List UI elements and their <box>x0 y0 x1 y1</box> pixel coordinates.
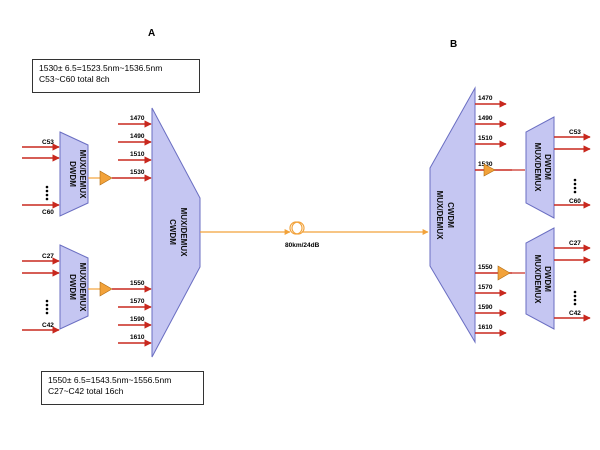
cwdm-mux-a <box>151 107 201 358</box>
channel-label-a-c53: C53 <box>42 139 54 146</box>
cwdm-port-label-b-1470: 1470 <box>478 95 493 102</box>
cwdm-label-b-2: MUX/DEMUX <box>435 191 444 241</box>
note-bottom-line2: C27~C42 total 16ch <box>48 386 124 396</box>
channel-label-a-c27: C27 <box>42 253 54 260</box>
channel-label-b-c27: C27 <box>569 240 581 247</box>
dwdm-label-a-bottom-2: MUX/DEMUX <box>78 263 87 313</box>
site-a-label: A <box>148 28 155 39</box>
cwdm-port-label-b-1570: 1570 <box>478 284 493 291</box>
dwdm-label-b-top-1: DWDM <box>543 154 552 180</box>
note-top-line1: 1530± 6.5=1523.5nm~1536.5nm <box>39 63 163 73</box>
channel-label-b-c53: C53 <box>569 129 581 136</box>
site-b-label: B <box>450 39 457 50</box>
amplifier-icon <box>99 170 113 186</box>
cwdm-label-b-1: CWDM <box>446 202 455 228</box>
ellipsis-dots <box>573 178 577 194</box>
ellipsis-dots <box>45 299 49 315</box>
channel-label-a-c42: C42 <box>42 322 54 329</box>
dwdm-label-b-bottom-2: MUX/DEMUX <box>533 255 542 305</box>
fiber-label: 80km/24dB <box>285 242 320 249</box>
dwdm-mux-a-bottom <box>59 244 89 330</box>
cwdm-port-label-b-1490: 1490 <box>478 115 493 122</box>
note-band-1550: 1550± 6.5=1543.5nm~1556.5nm C27~C42 tota… <box>41 371 204 405</box>
dwdm-mux-b-top <box>525 116 555 219</box>
note-bottom-line1: 1550± 6.5=1543.5nm~1556.5nm <box>48 375 172 385</box>
cwdm-label-a-2: MUX/DEMUX <box>179 208 188 258</box>
cwdm-port-label-a-1470: 1470 <box>130 115 145 122</box>
dwdm-mux-a-top <box>59 131 89 217</box>
amplifier-icon <box>483 163 496 177</box>
channel-label-b-c60: C60 <box>569 198 581 205</box>
fiber-spool-icon <box>291 221 305 235</box>
amplifier-icon <box>497 265 511 281</box>
dwdm-label-a-bottom-1: DWDM <box>68 274 77 300</box>
cwdm-port-label-a-1510: 1510 <box>130 151 145 158</box>
dwdm-label-b-bottom-1: DWDM <box>543 266 552 292</box>
cwdm-port-label-a-1530: 1530 <box>130 169 145 176</box>
dwdm-label-a-top-2: MUX/DEMUX <box>78 150 87 200</box>
channel-label-a-c60: C60 <box>42 209 54 216</box>
ellipsis-dots <box>573 290 577 306</box>
cwdm-port-label-a-1490: 1490 <box>130 133 145 140</box>
note-band-1530: 1530± 6.5=1523.5nm~1536.5nm C53~C60 tota… <box>32 59 200 93</box>
cwdm-port-label-b-1610: 1610 <box>478 324 493 331</box>
cwdm-label-a-1: CWDM <box>168 219 177 245</box>
cwdm-port-label-a-1550: 1550 <box>130 280 145 287</box>
cwdm-a-ports: 1470 1490 1510 1530 1550 1570 1590 1610 <box>118 115 152 347</box>
note-top-line2: C53~C60 total 8ch <box>39 74 110 84</box>
dwdm-label-b-top-2: MUX/DEMUX <box>533 143 542 193</box>
channel-label-b-c42: C42 <box>569 310 581 317</box>
cwdm-port-label-b-1510: 1510 <box>478 135 493 142</box>
cwdm-mux-b <box>429 86 476 344</box>
cwdm-port-label-a-1610: 1610 <box>130 334 145 341</box>
cwdm-port-label-b-1550: 1550 <box>478 264 493 271</box>
amplifier-icon <box>99 281 113 297</box>
cwdm-port-label-a-1590: 1590 <box>130 316 145 323</box>
ellipsis-dots <box>45 185 49 201</box>
cwdm-port-label-a-1570: 1570 <box>130 298 145 305</box>
dwdm-mux-b-bottom <box>525 227 555 330</box>
cwdm-port-label-b-1590: 1590 <box>478 304 493 311</box>
dwdm-label-a-top-1: DWDM <box>68 161 77 187</box>
